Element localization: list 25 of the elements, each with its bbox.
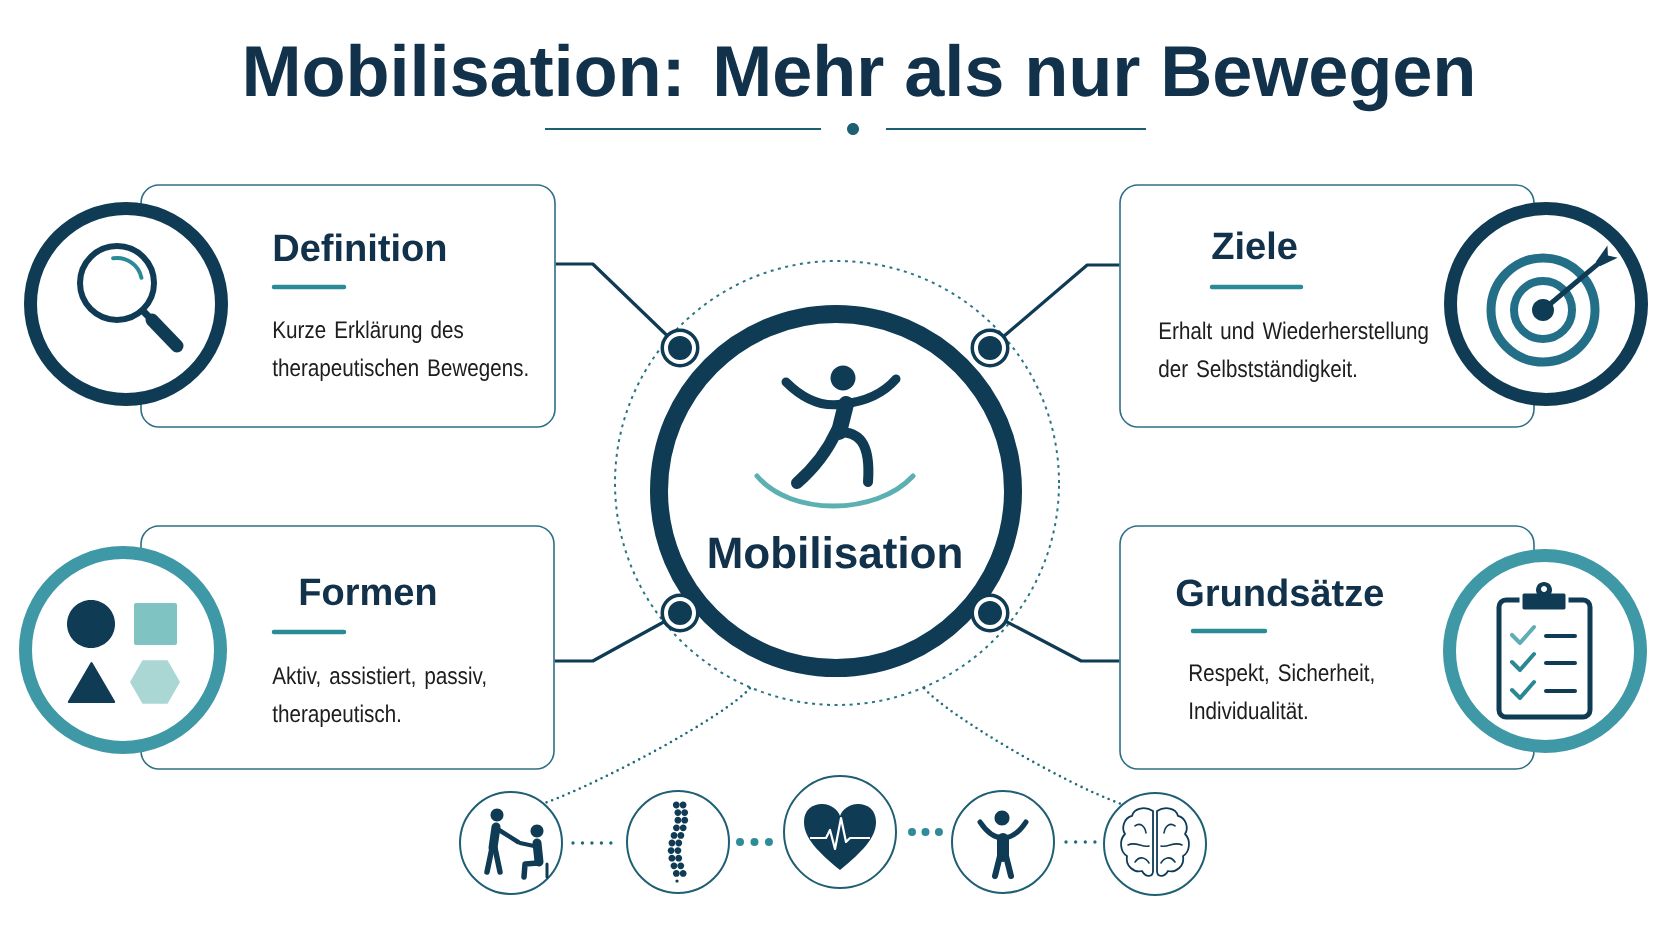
connector-line bbox=[970, 593, 1120, 663]
dotted-connector bbox=[543, 686, 752, 805]
heart-pulse-icon bbox=[783, 775, 897, 889]
helping-people-icon bbox=[459, 791, 563, 895]
card-text: Aktiv, assistiert, passiv, therapeutisch. bbox=[272, 666, 486, 727]
dotted-connector bbox=[908, 828, 943, 836]
spine-icon bbox=[626, 790, 730, 894]
card-heading: Ziele bbox=[1212, 231, 1297, 260]
card-text: Respekt, Sicherheit, Individualität. bbox=[1189, 663, 1374, 720]
card-heading: Formen bbox=[300, 578, 436, 606]
card-text: Kurze Erklärung des therapeutischen Bewegens. bbox=[272, 320, 528, 381]
connector-line bbox=[970, 263, 1120, 368]
dotted-connector bbox=[571, 841, 613, 845]
dotted-connector bbox=[736, 838, 773, 846]
card-text: Erhalt und Wiederherstellung der Selbstständigkeit. bbox=[1159, 321, 1428, 382]
card-heading: Grundsätze bbox=[1176, 578, 1383, 607]
person-arms-up-icon bbox=[951, 790, 1055, 894]
title: Mobilisation: Mehr als nur Bewegen bbox=[246, 43, 1472, 112]
brain-icon bbox=[1103, 792, 1207, 896]
dotted-connector bbox=[1064, 840, 1097, 844]
dotted-ring bbox=[614, 260, 1060, 706]
connector-line bbox=[555, 262, 700, 368]
card-heading: Definition bbox=[274, 233, 446, 262]
dotted-connector bbox=[922, 686, 1123, 806]
connector-line bbox=[554, 593, 700, 663]
